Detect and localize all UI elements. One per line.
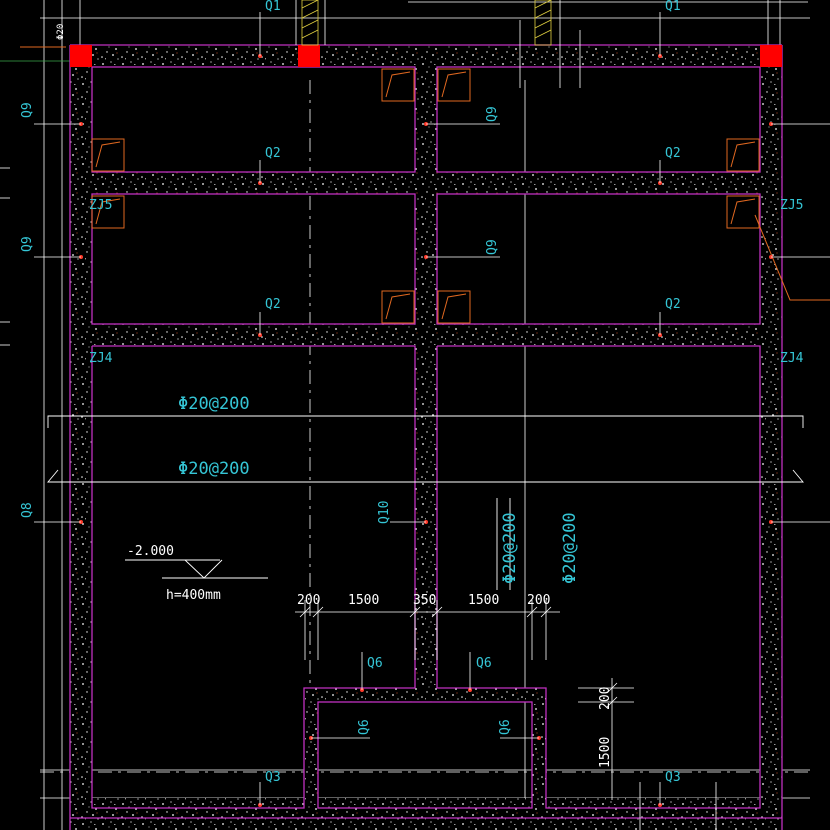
wall-label-q2-top-right: Q2 bbox=[665, 146, 681, 161]
elevation-level: -2.000 bbox=[127, 544, 174, 559]
column-label-zj4-left: ZJ4 bbox=[89, 351, 113, 366]
elevation-symbol bbox=[125, 559, 268, 579]
wall-label-q9-center-mid: Q9 bbox=[485, 239, 500, 255]
column-markers bbox=[20, 46, 830, 324]
wall-label-q6-a: Q6 bbox=[367, 656, 383, 671]
elevation-thickness: h=400mm bbox=[166, 588, 221, 603]
dimension-labels: 200 1500 350 1500 200 200 1500 bbox=[297, 593, 613, 768]
dimension-1500-a: 1500 bbox=[348, 593, 379, 608]
wall-label-q2-top-left: Q2 bbox=[265, 146, 281, 161]
column-label-zj4-right: ZJ4 bbox=[780, 351, 804, 366]
wall-label-q1-left: Q1 bbox=[265, 0, 281, 14]
center-lines bbox=[40, 80, 810, 773]
rebar-label-horizontal-2: Φ20@200 bbox=[178, 459, 250, 479]
column-label-zj5-right: ZJ5 bbox=[780, 198, 803, 213]
wall-label-q10-center: Q10 bbox=[377, 501, 392, 524]
dimension-vertical-200: 200 bbox=[598, 687, 613, 710]
wall-label-q3-left: Q3 bbox=[265, 770, 281, 785]
top-hatched-posts bbox=[295, 0, 581, 88]
wall-label-q8-left: Q8 bbox=[20, 502, 35, 518]
elevation-labels: -2.000 h=400mm bbox=[127, 544, 221, 603]
rebar-lines bbox=[47, 415, 804, 590]
wall-labels: Q1 Q1 Q2 Q2 Q2 Q2 Q3 Q3 Q6 Q6 Q6 Q6 Q9 Q… bbox=[20, 0, 681, 785]
concrete-walls bbox=[70, 45, 782, 830]
rebar-label-vertical-2: Φ20@200 bbox=[560, 512, 580, 584]
rebar-label-vertical-1: Φ20@200 bbox=[500, 512, 520, 584]
dimension-200-b: 200 bbox=[527, 593, 550, 608]
dimension-chain bbox=[295, 600, 634, 800]
wall-label-q9-left-top: Q9 bbox=[20, 102, 35, 118]
dimension-vertical-1500: 1500 bbox=[598, 737, 613, 768]
wall-label-q9-center-top: Q9 bbox=[485, 106, 500, 122]
rebar-labels: Φ20@200 Φ20@200 Φ20@200 Φ20@200 Φ20 bbox=[56, 24, 580, 584]
grid-lines bbox=[0, 0, 810, 830]
wall-label-q3-right: Q3 bbox=[665, 770, 681, 785]
label-leaders bbox=[34, 12, 830, 830]
column-label-zj5-left: ZJ5 bbox=[89, 198, 112, 213]
wall-label-q6-d: Q6 bbox=[498, 719, 513, 735]
wall-label-q2-mid-right: Q2 bbox=[665, 297, 681, 312]
wall-label-q6-c: Q6 bbox=[357, 719, 372, 735]
wall-label-q2-mid-left: Q2 bbox=[265, 297, 281, 312]
rebar-label-horizontal-1: Φ20@200 bbox=[178, 394, 250, 414]
rebar-label-top-left-bar: Φ20 bbox=[56, 24, 66, 40]
wall-outlines bbox=[69, 44, 783, 830]
wall-label-q6-b: Q6 bbox=[476, 656, 492, 671]
dimension-1500-b: 1500 bbox=[468, 593, 499, 608]
corner-columns bbox=[70, 45, 782, 67]
wall-label-q9-left-mid: Q9 bbox=[20, 236, 35, 252]
wall-label-q1-right: Q1 bbox=[665, 0, 681, 14]
dimension-350: 350 bbox=[413, 593, 436, 608]
dimension-200-a: 200 bbox=[297, 593, 320, 608]
column-labels: ZJ5 ZJ5 ZJ4 ZJ4 bbox=[89, 198, 804, 366]
